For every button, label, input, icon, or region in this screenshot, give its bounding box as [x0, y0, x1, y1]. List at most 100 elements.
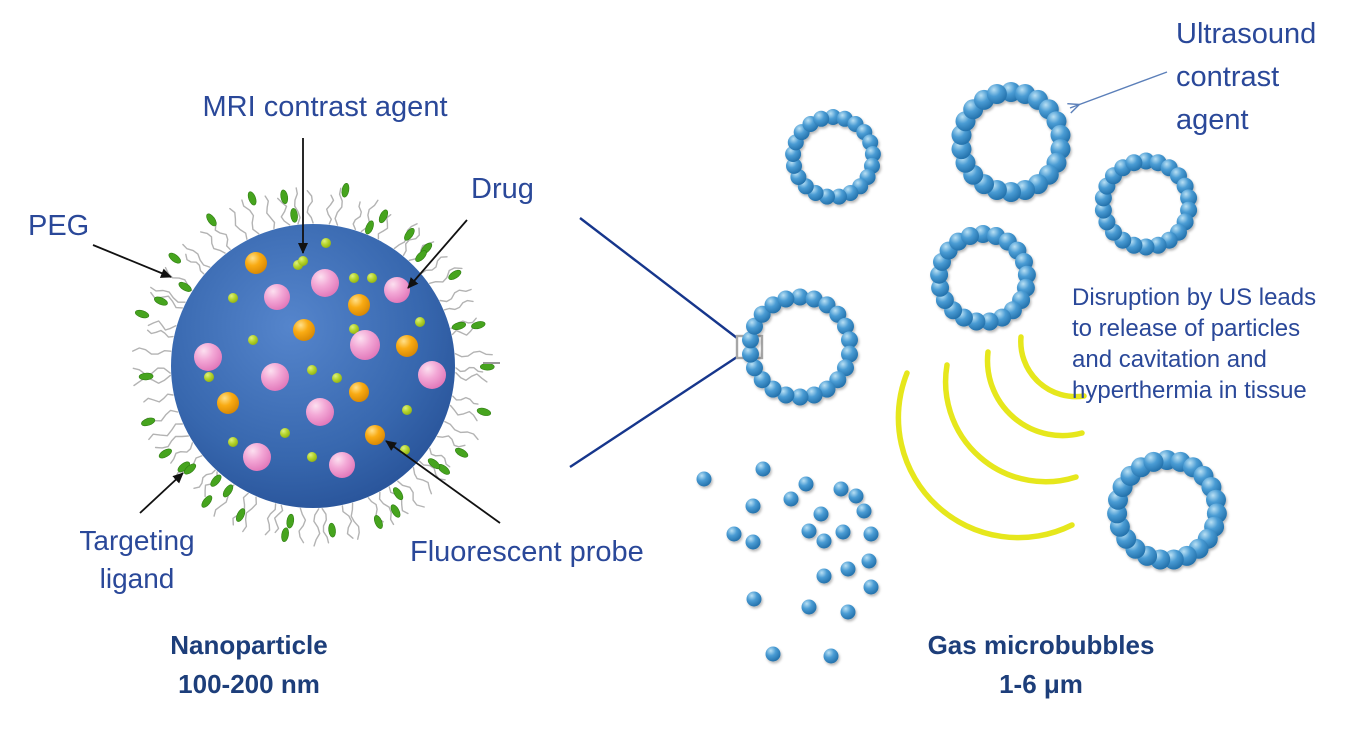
shell-bead — [1017, 265, 1036, 284]
targeting-ligand-label-line2: ligand — [99, 563, 175, 594]
targeting-ligand — [290, 208, 298, 223]
targeting-ligand — [471, 321, 486, 330]
mri-contrast-dot — [298, 256, 308, 266]
targeting-ligand — [280, 189, 289, 205]
shell-bead — [777, 290, 795, 308]
released-particle — [696, 471, 712, 487]
microbubble-ring-2 — [951, 82, 1071, 202]
released-particle — [816, 568, 832, 584]
targeting-ligand — [210, 474, 222, 487]
peg-chain — [150, 286, 186, 303]
gas-microbubbles-caption: Gas microbubbles 1-6 μm — [911, 626, 1171, 704]
ultrasound-wave-arc-1 — [1018, 334, 1087, 400]
targeting-ligands — [135, 183, 495, 542]
drug-particle — [261, 363, 289, 391]
microbubble-ring-6 — [1107, 450, 1227, 570]
targeting-ligand — [455, 447, 469, 458]
targeting-ligand — [392, 487, 404, 501]
mri-contrast-dot — [307, 365, 317, 375]
nanoparticle-caption-line2: 100-200 nm — [178, 669, 320, 699]
peg-chain — [214, 223, 231, 251]
targeting-ligand-arrow — [139, 472, 184, 514]
peg-label: PEG — [28, 210, 90, 242]
shell-bead — [864, 146, 881, 162]
targeting-ligand — [378, 209, 389, 224]
released-particle — [863, 526, 879, 542]
mri-contrast-dot — [307, 452, 317, 462]
targeting-ligand — [183, 463, 197, 475]
mri-contrast-dot — [349, 273, 359, 283]
peg-chain — [154, 435, 189, 449]
peg-chain — [132, 367, 171, 376]
ultrasound-pointer-arrow — [1070, 71, 1168, 108]
released-particle — [863, 579, 879, 595]
shell-bead — [1180, 189, 1198, 207]
peg-chain — [306, 190, 314, 224]
fluorescent-probe-particle — [348, 294, 370, 316]
shell-bead — [1143, 451, 1164, 472]
peg-chain — [147, 320, 177, 331]
disruption-text-line1: Disruption by US leads — [1072, 284, 1317, 311]
released-particle — [816, 533, 832, 549]
targeting-ligand — [476, 407, 492, 416]
shell-bead — [786, 157, 802, 174]
peg-chain — [200, 231, 226, 254]
nanoparticle-caption: Nanoparticle 100-200 nm — [119, 626, 379, 704]
released-particle — [833, 481, 849, 497]
shell-bead — [764, 296, 782, 314]
targeting-ligand — [427, 458, 441, 470]
mri-contrast-dot — [402, 405, 412, 415]
mri-contrast-dot — [280, 428, 290, 438]
peg-chain — [185, 253, 205, 275]
peg-chain — [321, 508, 330, 544]
nanoparticle-caption-line1: Nanoparticle — [170, 630, 328, 660]
released-particle — [801, 599, 817, 615]
targeting-ligand — [135, 309, 150, 319]
targeting-ligand — [415, 250, 427, 262]
shell-bead — [1125, 154, 1143, 172]
released-particle — [746, 591, 762, 607]
shell-bead — [805, 386, 823, 404]
mri-contrast-dot — [349, 324, 359, 334]
shell-bead — [1050, 124, 1071, 145]
fluorescent-probe-particle — [245, 252, 267, 274]
peg-chain — [229, 207, 248, 240]
peg-chain — [350, 502, 360, 540]
released-particle — [861, 553, 877, 569]
shell-bead — [791, 388, 809, 406]
targeting-ligand — [141, 417, 156, 427]
peg-chain — [352, 201, 362, 231]
mri-contrast-dot — [332, 373, 342, 383]
peg-chain — [313, 508, 321, 547]
microbubble-ring-3 — [1094, 152, 1198, 256]
disruption-text-line2: to release of particles — [1072, 315, 1301, 342]
shell-bead — [746, 359, 763, 377]
microbubble-ring-1 — [785, 109, 881, 205]
peg-chain — [412, 467, 433, 495]
released-particle — [765, 646, 781, 662]
drug-particle — [350, 330, 380, 360]
peg-chain — [241, 199, 260, 235]
targeting-ligand-label-line1: Targeting — [79, 525, 195, 556]
released-particle — [840, 561, 856, 577]
drug-arrow — [407, 219, 468, 289]
released-particle — [755, 461, 771, 477]
targeting-ligand — [448, 269, 462, 280]
targeting-ligand — [404, 228, 415, 241]
released-particle — [835, 524, 851, 540]
disruption-text: Disruption by US leads to release of par… — [1072, 282, 1353, 406]
peg-chain — [170, 442, 194, 464]
targeting-ligand — [158, 448, 172, 459]
peg-chain — [264, 195, 276, 230]
peg-chain — [429, 447, 451, 468]
peg-chain — [444, 420, 479, 441]
shell-bead — [777, 386, 795, 404]
peg-chain — [132, 347, 172, 355]
released-particle — [783, 491, 799, 507]
targeting-ligand — [201, 495, 213, 508]
peg-chain — [182, 243, 211, 268]
shell-bead — [980, 312, 999, 331]
peg-chain — [449, 404, 478, 422]
mri-contrast-dot — [228, 437, 238, 447]
